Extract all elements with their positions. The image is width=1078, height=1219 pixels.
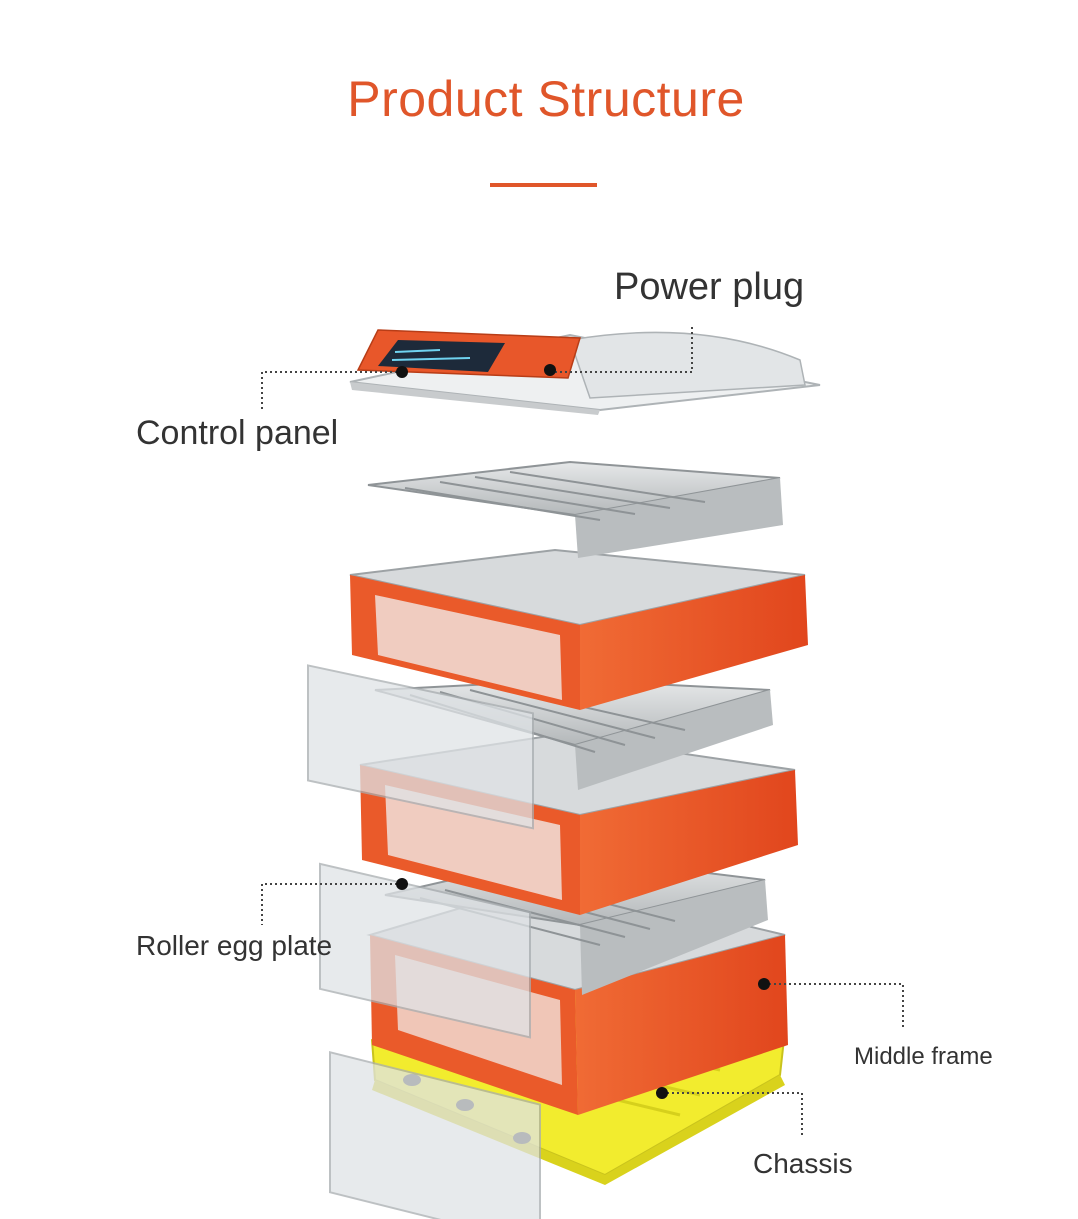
roller-tray-1 xyxy=(367,460,783,558)
callout-dots xyxy=(396,364,770,1099)
callout-lines xyxy=(261,325,904,1138)
label-control-panel: Control panel xyxy=(136,414,339,452)
label-middle-frame: Middle frame xyxy=(854,1043,993,1070)
label-roller-egg-plate: Roller egg plate xyxy=(136,930,333,961)
label-chassis: Chassis xyxy=(753,1148,853,1179)
label-power-plug: Power plug xyxy=(614,266,805,308)
title-underline xyxy=(490,183,597,187)
middle-frame-1 xyxy=(307,548,808,830)
page-title: Product Structure xyxy=(347,71,745,127)
control-panel-screen xyxy=(378,340,505,372)
